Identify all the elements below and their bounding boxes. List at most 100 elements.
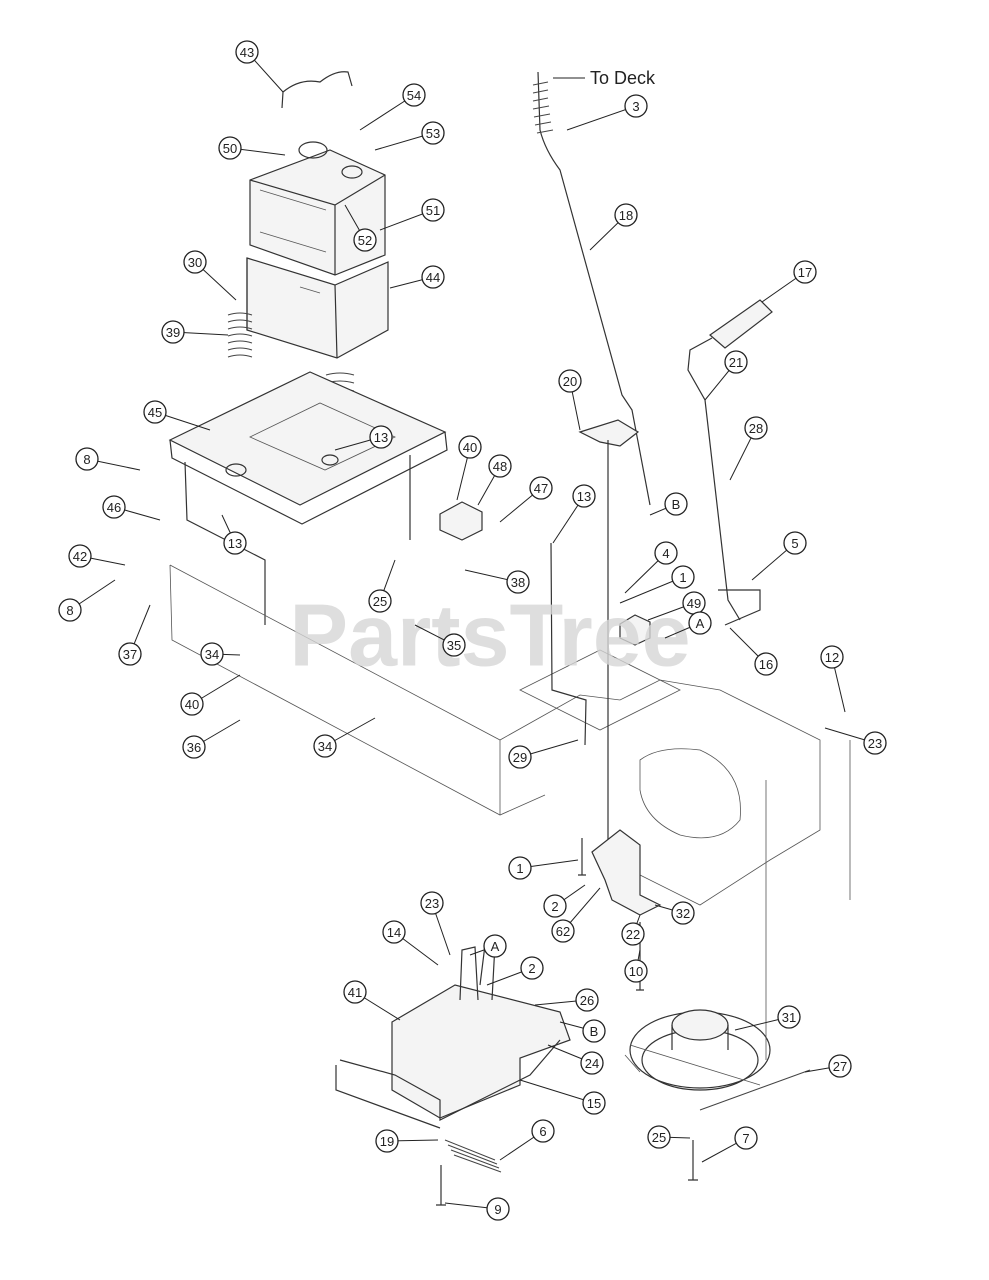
callout-label: 29	[513, 750, 527, 765]
rod	[550, 542, 587, 746]
callout-3: 3	[566, 94, 648, 131]
callout-leader	[519, 1079, 595, 1104]
callout-label: 8	[83, 452, 90, 467]
callout-circle	[458, 435, 482, 459]
callout-label: 53	[426, 126, 440, 141]
callout-label: B	[672, 497, 681, 512]
drive-belt	[699, 1069, 811, 1111]
battery-box	[246, 257, 389, 359]
callout-2: 2	[486, 956, 544, 986]
callout-label: 34	[318, 739, 332, 754]
pulley-bolt	[688, 1140, 698, 1181]
callout-41: 41	[343, 980, 401, 1021]
callout-label: 17	[798, 265, 812, 280]
callout-label: 44	[426, 270, 440, 285]
callout-34: 34	[313, 717, 376, 758]
callout-circle	[614, 203, 638, 227]
callout-b: B	[559, 1019, 606, 1043]
callout-circle	[488, 454, 512, 478]
callout-label: 41	[348, 985, 362, 1000]
callout-label: 26	[580, 993, 594, 1008]
callout-label: 52	[358, 233, 372, 248]
callout-label: A	[491, 939, 500, 954]
callout-22: 22	[621, 914, 645, 946]
callout-45: 45	[143, 400, 211, 431]
callout-circle	[734, 1126, 758, 1150]
callout-9: 9	[444, 1197, 510, 1221]
callout-circle	[688, 611, 712, 635]
callout-circle	[529, 476, 553, 500]
callout-circle	[223, 531, 247, 555]
callout-8: 8	[58, 579, 116, 622]
seat-support-plate	[168, 371, 448, 625]
callout-circle	[420, 891, 444, 915]
callout-19: 19	[375, 1129, 439, 1153]
callout-circle	[671, 901, 695, 925]
callout-label: 31	[782, 1010, 796, 1025]
callout-14: 14	[382, 920, 439, 966]
callout-34: 34	[200, 642, 241, 666]
callout-28: 28	[729, 416, 768, 481]
callout-43: 43	[235, 40, 284, 93]
callout-label: 21	[729, 355, 743, 370]
callout-circle	[671, 565, 695, 589]
callout-circle	[508, 856, 532, 880]
callout-label: B	[590, 1024, 599, 1039]
callout-circle	[793, 260, 817, 284]
callout-circle	[624, 94, 648, 118]
callout-label: 42	[73, 549, 87, 564]
callout-circle	[102, 495, 126, 519]
callout-31: 31	[734, 1005, 801, 1031]
callout-label: 50	[223, 141, 237, 156]
callout-circle	[143, 400, 167, 424]
callout-circle	[313, 734, 337, 758]
spring-bolt	[436, 1165, 446, 1206]
callout-label: 49	[687, 596, 701, 611]
callout-circle	[582, 1019, 606, 1043]
callout-23: 23	[420, 891, 451, 956]
callout-label: 34	[205, 647, 219, 662]
callout-label: 28	[749, 421, 763, 436]
callout-label: 48	[493, 459, 507, 474]
tension-spring	[444, 1139, 502, 1173]
callout-circle	[783, 531, 807, 555]
callout-circle	[483, 934, 507, 958]
callout-label: 13	[374, 430, 388, 445]
to-deck-note: To Deck	[553, 68, 656, 88]
callout-circle	[828, 1054, 852, 1078]
callout-8: 8	[75, 447, 141, 471]
callout-circle	[235, 40, 259, 64]
callout-circle	[68, 544, 92, 568]
callout-circle	[580, 1051, 604, 1075]
callout-50: 50	[218, 136, 286, 160]
callout-6: 6	[499, 1119, 555, 1161]
callout-30: 30	[183, 250, 237, 301]
callout-62: 62	[551, 887, 601, 943]
battery-cable	[281, 71, 353, 109]
callout-label: 15	[587, 1096, 601, 1111]
spring	[227, 312, 253, 358]
callout-circle	[863, 731, 887, 755]
callout-label: 51	[426, 203, 440, 218]
callout-label: 40	[463, 440, 477, 455]
callout-label: 30	[188, 255, 202, 270]
callout-38: 38	[464, 569, 530, 594]
callout-17: 17	[761, 260, 817, 303]
lift-spring	[532, 81, 554, 134]
callout-circle	[442, 633, 466, 657]
callout-circle	[353, 228, 377, 252]
callout-label: 3	[632, 99, 639, 114]
callout-label: 2	[551, 899, 558, 914]
battery	[249, 141, 386, 276]
lift-rod	[537, 71, 651, 506]
callout-circle	[382, 920, 406, 944]
callout-label: 23	[868, 736, 882, 751]
callout-36: 36	[182, 719, 241, 759]
callout-label: 25	[652, 1130, 666, 1145]
callout-circle	[58, 598, 82, 622]
main-frame	[169, 564, 821, 906]
callout-label: 18	[619, 208, 633, 223]
callout-circle	[664, 492, 688, 516]
callout-circle	[508, 745, 532, 769]
callout-circle	[161, 320, 185, 344]
